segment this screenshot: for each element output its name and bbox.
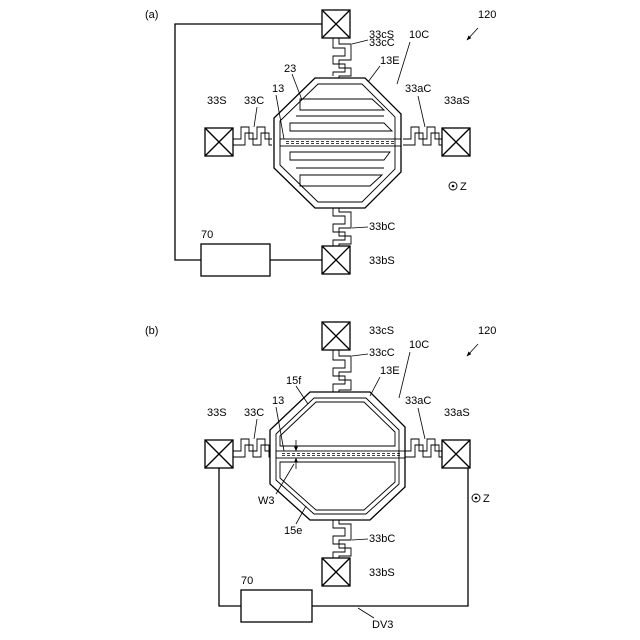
label-15f: 15f bbox=[286, 375, 302, 387]
label-33aC: 33aC bbox=[405, 83, 431, 95]
lead-33C bbox=[254, 107, 257, 127]
frame-10C-outer-b bbox=[270, 392, 405, 520]
terminal-33bS-b bbox=[322, 558, 350, 586]
label-33cC: 33cC bbox=[369, 37, 395, 49]
controller-70-box bbox=[201, 244, 270, 276]
frame-10C-inner-b bbox=[276, 398, 399, 514]
lead-33bC-b bbox=[352, 539, 368, 540]
label-33C-b: 33C bbox=[244, 407, 264, 419]
label-z-b: Z bbox=[483, 493, 490, 505]
label-10C-b: 10C bbox=[409, 339, 429, 351]
label-33bC: 33bC bbox=[369, 221, 395, 233]
terminal-33S bbox=[205, 128, 233, 156]
panel-label-a: (a) bbox=[145, 9, 158, 21]
panel-b: (b) 120 70 DV3 bbox=[145, 322, 496, 631]
spring-33C-b bbox=[233, 439, 270, 457]
label-33C: 33C bbox=[244, 95, 264, 107]
lead-W3 bbox=[276, 464, 294, 494]
lead-33cC-b bbox=[352, 354, 368, 356]
spring-33cC bbox=[333, 38, 351, 78]
lead-33aC bbox=[418, 96, 425, 127]
lead-33cC bbox=[352, 40, 368, 44]
label-13-b: 13 bbox=[272, 395, 284, 407]
label-13E-b: 13E bbox=[380, 365, 400, 377]
label-33aS: 33aS bbox=[444, 95, 470, 107]
coil-23-upper-2 bbox=[290, 123, 392, 131]
terminal-33cS-b bbox=[322, 322, 350, 350]
label-70-b: 70 bbox=[241, 575, 253, 587]
spring-33bC-b bbox=[333, 520, 351, 558]
label-70: 70 bbox=[201, 229, 213, 241]
label-33aC-b: 33aC bbox=[405, 395, 431, 407]
figure-ref: 120 bbox=[478, 9, 496, 21]
label-13: 13 bbox=[272, 83, 284, 95]
spring-33cC-b bbox=[333, 350, 351, 392]
terminal-33bS bbox=[322, 246, 350, 274]
spring-33aC-b bbox=[405, 439, 442, 457]
coil-23-upper-1 bbox=[300, 99, 384, 110]
lead-33bC bbox=[352, 227, 368, 228]
label-33bS: 33bS bbox=[369, 255, 395, 267]
coil-23-lower-3 bbox=[300, 175, 382, 186]
controller-70-box-b bbox=[241, 590, 312, 622]
label-13E: 13E bbox=[380, 55, 400, 67]
spring-33aC bbox=[403, 127, 442, 145]
label-15e: 15e bbox=[284, 525, 302, 537]
figure-ref-arrow-b bbox=[467, 344, 478, 356]
label-33bC-b: 33bC bbox=[369, 533, 395, 545]
frame-10C-outer bbox=[274, 78, 401, 208]
wire-33S-to-70 bbox=[205, 454, 241, 606]
label-33cC-b: 33cC bbox=[369, 347, 395, 359]
lead-33aC-b bbox=[418, 408, 425, 439]
lead-33C-b bbox=[254, 419, 257, 439]
frame-10C-inner bbox=[280, 84, 395, 202]
terminal-33S-b bbox=[205, 440, 233, 468]
beam-13 bbox=[280, 139, 401, 146]
label-33cS-b: 33cS bbox=[369, 325, 394, 337]
lead-13E bbox=[368, 66, 380, 82]
label-33S: 33S bbox=[207, 95, 227, 107]
wire-top-to-70 bbox=[175, 24, 323, 260]
figure-ref-arrow bbox=[467, 28, 478, 40]
terminal-33cS bbox=[322, 10, 350, 38]
label-33aS-b: 33aS bbox=[444, 407, 470, 419]
label-DV3: DV3 bbox=[372, 619, 393, 631]
label-10C: 10C bbox=[409, 29, 429, 41]
beam-13-b bbox=[276, 451, 405, 458]
electrode-15f bbox=[280, 402, 395, 446]
label-33bS-b: 33bS bbox=[369, 567, 395, 579]
lead-13E-b bbox=[370, 377, 380, 396]
coil-23-lower-1 bbox=[290, 152, 390, 160]
panel-label-b: (b) bbox=[145, 325, 158, 337]
spring-33C bbox=[233, 127, 272, 145]
terminal-33aS bbox=[442, 128, 470, 156]
figure-ref-b: 120 bbox=[478, 325, 496, 337]
z-axis-dot-icon-b bbox=[475, 497, 478, 500]
label-W3: W3 bbox=[258, 495, 275, 507]
z-axis-dot-icon bbox=[452, 185, 455, 188]
label-z-a: Z bbox=[460, 181, 467, 193]
panel-a: (a) 120 70 bbox=[145, 9, 496, 276]
label-33S-b: 33S bbox=[207, 407, 227, 419]
lead-DV3 bbox=[358, 608, 374, 618]
label-23: 23 bbox=[284, 63, 296, 75]
lead-10C-b bbox=[399, 352, 410, 398]
terminal-33aS-b bbox=[442, 440, 470, 468]
spring-33bC bbox=[333, 208, 351, 246]
